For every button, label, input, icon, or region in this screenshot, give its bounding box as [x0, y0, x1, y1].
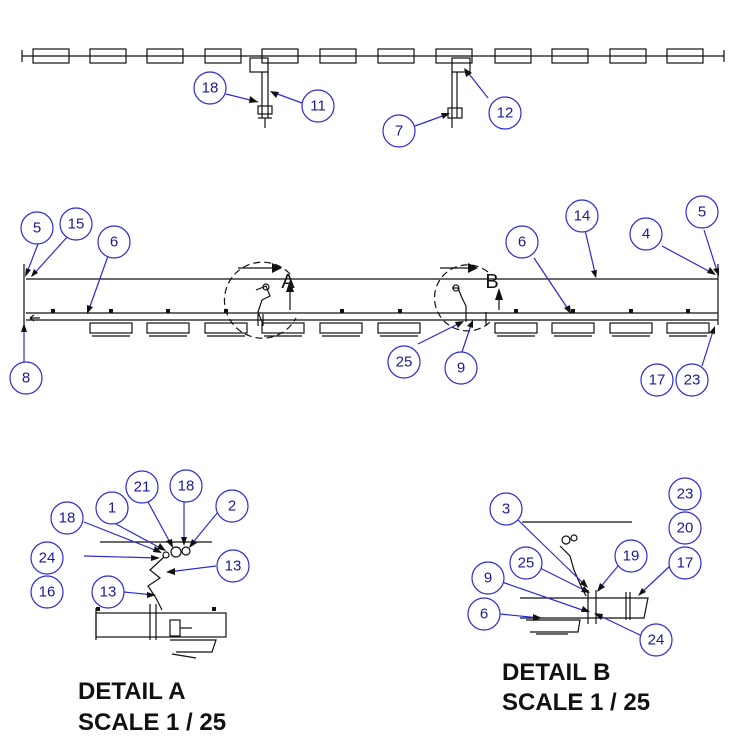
balloon-19-detail-b: 19: [614, 539, 648, 573]
balloon-8: 8: [9, 361, 43, 395]
detail-a-title: DETAIL A: [78, 678, 186, 705]
balloon-6-left: 6: [97, 225, 131, 259]
balloon-9-detail-b: 9: [471, 561, 505, 595]
balloon-25-mid: 25: [387, 345, 421, 379]
svg-text:3: 3: [502, 501, 510, 518]
svg-text:11: 11: [310, 98, 326, 115]
balloon-25-detail-b: 25: [509, 546, 543, 580]
detail-b-ref: B: [485, 271, 498, 293]
svg-text:14: 14: [574, 208, 591, 225]
balloon-14: 14: [565, 199, 599, 233]
svg-text:6: 6: [480, 606, 488, 623]
svg-text:17: 17: [677, 555, 694, 572]
balloon-13-detail-a-right: 13: [216, 549, 250, 583]
top-bracket-left: [249, 57, 273, 128]
svg-text:7: 7: [395, 123, 403, 140]
svg-text:4: 4: [642, 226, 650, 243]
top-bracket-right: [447, 57, 471, 128]
balloon-23-detail-b: 23: [668, 477, 702, 511]
top-view-segments: [32, 48, 704, 64]
item-balloons: 18 11 12 7 5 15 6 14 6 4 5 8 25 9 17 23 …: [9, 71, 719, 657]
svg-text:23: 23: [684, 372, 701, 389]
detail-b-title: DETAIL B: [502, 659, 610, 686]
svg-text:25: 25: [518, 555, 535, 572]
balloon-24-detail-b: 24: [639, 623, 673, 657]
balloon-13-detail-a-left: 13: [91, 575, 125, 609]
svg-text:9: 9: [457, 360, 465, 377]
balloon-2-detail-a: 2: [215, 489, 249, 523]
balloon-6-right: 6: [505, 225, 539, 259]
top-view: [21, 48, 725, 128]
balloon-18-detail-a-top: 18: [169, 469, 203, 503]
balloon-4: 4: [629, 217, 663, 251]
mower-units: [89, 322, 710, 337]
svg-text:13: 13: [225, 558, 242, 575]
balloon-5-right: 5: [685, 195, 719, 229]
detail-b-callout: B: [433, 263, 503, 332]
balloon-24-detail-a: 24: [30, 541, 64, 575]
front-view: A B: [23, 261, 719, 339]
balloon-17-detail-b: 17: [668, 546, 702, 580]
leader-lines: [21, 68, 719, 637]
svg-text:1: 1: [108, 500, 116, 517]
balloon-6-detail-b: 6: [467, 597, 501, 631]
svg-text:21: 21: [134, 479, 151, 496]
balloon-18-detail-a-left: 18: [50, 501, 84, 535]
svg-text:5: 5: [33, 220, 41, 237]
detail-a-callout: A: [223, 261, 297, 339]
balloon-7: 7: [382, 114, 416, 148]
balloon-15: 15: [59, 207, 93, 241]
balloon-16-detail-a: 16: [30, 575, 64, 609]
svg-text:18: 18: [178, 478, 195, 495]
balloon-12: 12: [488, 96, 522, 130]
balloon-9-mid: 9: [444, 351, 478, 385]
svg-text:5: 5: [698, 204, 706, 221]
svg-text:6: 6: [518, 234, 526, 251]
svg-text:24: 24: [39, 550, 56, 567]
balloon-5-left: 5: [20, 211, 54, 245]
svg-text:9: 9: [484, 570, 492, 587]
detail-b-view: [520, 521, 649, 635]
balloon-3-detail-b: 3: [489, 492, 523, 526]
detail-a-ref: A: [281, 271, 295, 293]
svg-text:15: 15: [68, 216, 85, 233]
svg-text:12: 12: [497, 105, 514, 122]
balloon-20-detail-b: 20: [668, 511, 702, 545]
svg-text:18: 18: [202, 80, 219, 97]
balloon-1-detail-a: 1: [95, 491, 129, 525]
svg-text:19: 19: [623, 548, 640, 565]
detail-b-scale: SCALE 1 / 25: [502, 689, 650, 716]
svg-text:2: 2: [228, 498, 236, 515]
svg-text:13: 13: [100, 584, 117, 601]
svg-text:6: 6: [110, 234, 118, 251]
svg-text:17: 17: [649, 372, 666, 389]
svg-text:18: 18: [59, 510, 76, 527]
svg-text:20: 20: [677, 520, 694, 537]
balloon-21-detail-a: 21: [125, 470, 159, 504]
svg-text:8: 8: [22, 370, 30, 387]
balloon-18-top: 18: [193, 71, 227, 105]
detail-a-scale: SCALE 1 / 25: [78, 709, 226, 736]
balloon-23-mid: 23: [675, 363, 709, 397]
svg-text:16: 16: [39, 584, 56, 601]
svg-text:23: 23: [677, 486, 694, 503]
balloon-11: 11: [301, 89, 335, 123]
balloon-17-mid: 17: [640, 363, 674, 397]
svg-text:25: 25: [396, 354, 413, 371]
svg-text:24: 24: [648, 632, 665, 649]
